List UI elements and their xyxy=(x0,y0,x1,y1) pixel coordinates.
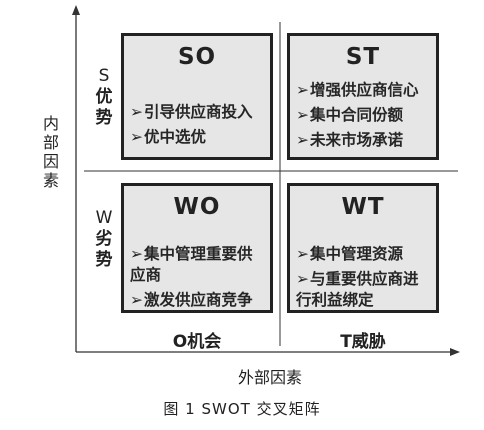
row-letter-w: W xyxy=(95,208,113,228)
column-label-opportunities: O机会 xyxy=(172,332,222,352)
x-axis-arrowhead xyxy=(450,348,460,356)
list-item: ➢未来市场承诺 xyxy=(296,131,404,149)
arrow-bullet-icon: ➢ xyxy=(296,106,309,124)
list-item: ➢集中管理重要供应商 xyxy=(130,245,253,284)
quadrant-list: ➢集中管理资源 ➢与重要供应商进行利益绑定 xyxy=(296,244,432,315)
arrow-bullet-icon: ➢ xyxy=(130,103,143,121)
arrow-bullet-icon: ➢ xyxy=(296,245,309,263)
list-item: ➢优中选优 xyxy=(130,128,207,146)
y-axis-arrowhead xyxy=(72,5,80,15)
quadrant-title: WO xyxy=(173,194,221,220)
quadrant-list: ➢集中管理重要供应商 ➢激发供应商竞争 xyxy=(130,244,266,315)
arrow-bullet-icon: ➢ xyxy=(296,270,309,288)
arrow-bullet-icon: ➢ xyxy=(296,131,309,149)
list-item: ➢集中管理资源 xyxy=(296,245,404,263)
list-item: ➢激发供应商竞争 xyxy=(130,291,253,309)
quadrant-so: SO ➢引导供应商投入 ➢优中选优 xyxy=(121,33,273,160)
figure-caption: 图 1 SWOT 交叉矩阵 xyxy=(163,400,321,418)
quadrant-title: WT xyxy=(341,194,385,220)
quadrant-st: ST ➢增强供应商信心 ➢集中合同份额 ➢未来市场承诺 xyxy=(287,33,439,160)
list-item: ➢集中合同份额 xyxy=(296,106,404,124)
y-axis-title: 内部因素 xyxy=(42,114,59,190)
row-text-s: 优势 xyxy=(95,87,113,128)
quadrant-wo: WO ➢集中管理重要供应商 ➢激发供应商竞争 xyxy=(121,183,273,313)
arrow-bullet-icon: ➢ xyxy=(130,128,143,146)
arrow-bullet-icon: ➢ xyxy=(296,81,309,99)
list-item: ➢与重要供应商进行利益绑定 xyxy=(296,270,419,309)
list-item: ➢增强供应商信心 xyxy=(296,81,419,99)
column-label-threats: T威胁 xyxy=(340,332,386,352)
quadrant-list: ➢引导供应商投入 ➢优中选优 xyxy=(130,102,266,152)
arrow-bullet-icon: ➢ xyxy=(130,245,143,263)
quadrant-title: SO xyxy=(177,44,217,70)
row-label-weaknesses: W 劣势 xyxy=(91,208,117,271)
row-text-w: 劣势 xyxy=(95,229,113,270)
quadrant-list: ➢增强供应商信心 ➢集中合同份额 ➢未来市场承诺 xyxy=(296,80,432,155)
row-label-strengths: S 优势 xyxy=(91,66,117,129)
quadrant-title: ST xyxy=(345,44,381,70)
list-item: ➢引导供应商投入 xyxy=(130,103,253,121)
row-letter-s: S xyxy=(98,66,110,86)
x-axis-title: 外部因素 xyxy=(238,368,303,387)
quadrant-wt: WT ➢集中管理资源 ➢与重要供应商进行利益绑定 xyxy=(287,183,439,313)
arrow-bullet-icon: ➢ xyxy=(130,291,143,309)
